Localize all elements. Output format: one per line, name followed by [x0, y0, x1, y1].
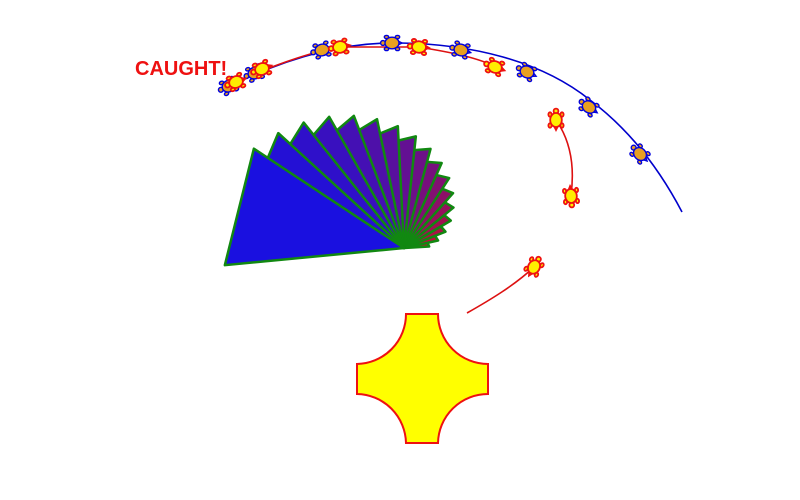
turtle-icon — [578, 96, 600, 118]
prey-trail-right — [555, 119, 574, 196]
turtle-icon — [327, 37, 352, 57]
turtle-icon — [562, 184, 580, 209]
turtle-icon — [449, 40, 473, 60]
turtle-icon — [379, 34, 404, 52]
prey-trail-bottom — [466, 266, 535, 314]
turtle-icon — [629, 143, 651, 165]
turtle-icon — [406, 38, 431, 56]
turtle-icon — [523, 255, 545, 278]
rounded-star-icon — [356, 313, 489, 444]
turtle-icon — [250, 58, 274, 80]
fan-triangle — [223, 147, 406, 267]
turtle-icon — [483, 56, 507, 78]
triangle-fan-icon — [223, 114, 455, 267]
turtle-icon — [515, 61, 538, 83]
turtle-icon — [547, 107, 565, 133]
turtle-icon — [224, 71, 248, 93]
turtle-group — [217, 34, 651, 278]
caught-status-text: CAUGHT! — [135, 58, 228, 80]
